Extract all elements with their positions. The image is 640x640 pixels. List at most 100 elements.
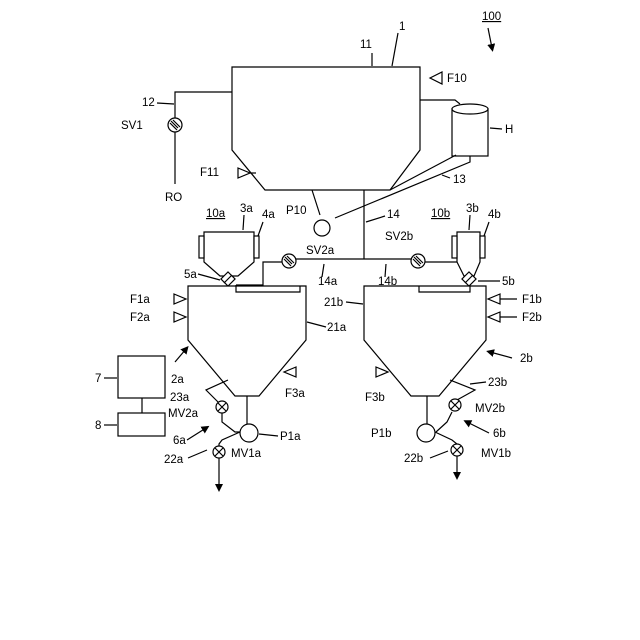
- label-MV1b: MV1b: [481, 448, 511, 460]
- sensor-f1b-icon: [488, 294, 500, 304]
- label-P10: P10: [286, 205, 306, 217]
- label-F2b: F2b: [522, 312, 542, 324]
- label-23a: 23a: [170, 392, 190, 404]
- label-12: 12: [142, 97, 155, 109]
- pump-p1b-icon: [417, 424, 435, 442]
- label-2a: 2a: [171, 374, 184, 386]
- pipe-22a: [219, 432, 240, 488]
- h-tank: [452, 104, 488, 156]
- hopper-10a-band-right: [254, 236, 259, 258]
- leader-1: [392, 33, 398, 66]
- pipe-h-top: [420, 100, 460, 104]
- leader-22b: [430, 451, 448, 458]
- leader-14: [366, 216, 385, 222]
- arrow-2b: [490, 352, 512, 358]
- label-14a: 14a: [318, 276, 338, 288]
- label-P1a: P1a: [280, 431, 301, 443]
- pipe-p10-in: [312, 190, 320, 215]
- hopper-10a-band-left: [199, 236, 204, 258]
- label-22b: 22b: [404, 453, 423, 465]
- valve-sv1-icon: [168, 118, 182, 132]
- hopper-10a-body: [204, 232, 254, 276]
- label-23b: 23b: [488, 377, 507, 389]
- hopper-10b-band-right: [480, 236, 485, 258]
- label-F2a: F2a: [130, 312, 150, 324]
- label-1: 1: [399, 21, 405, 33]
- label-F1a: F1a: [130, 294, 150, 306]
- label-11: 11: [360, 39, 372, 51]
- leader-3b: [469, 215, 470, 230]
- sensor-f3a-icon: [284, 367, 296, 377]
- leader-21b: [346, 302, 363, 304]
- label-5b: 5b: [502, 276, 515, 288]
- label-F11: F11: [200, 167, 219, 179]
- label-MV1a: MV1a: [231, 448, 262, 460]
- hopper-10b-body: [457, 232, 480, 276]
- sensor-f3b-icon: [376, 367, 388, 377]
- valve-sv2b-icon: [411, 254, 425, 268]
- leader-23b: [470, 382, 486, 384]
- pump-p1a-icon: [240, 424, 258, 442]
- sensor-f2a-icon: [174, 312, 186, 322]
- leader-13: [442, 175, 450, 178]
- label-F3a: F3a: [285, 388, 305, 400]
- leader-4b: [484, 222, 489, 236]
- label-2b: 2b: [520, 353, 533, 365]
- label-SV1: SV1: [121, 120, 143, 132]
- sensor-f1a-icon: [174, 294, 186, 304]
- arrow-2a: [175, 349, 186, 362]
- label-MV2a: MV2a: [168, 408, 199, 420]
- label-P1b: P1b: [371, 428, 391, 440]
- label-6a: 6a: [173, 435, 186, 447]
- label-MV2b: MV2b: [475, 403, 505, 415]
- label-10a: 10a: [206, 208, 226, 220]
- hopper-10b-band-left: [452, 236, 457, 258]
- pipe-14a: [236, 259, 364, 285]
- sensor-f2b-icon: [488, 312, 500, 322]
- label-SV2a: SV2a: [306, 245, 335, 257]
- valve-sv2a-icon: [282, 254, 296, 268]
- pipe-23b: [450, 380, 475, 400]
- leader-4a: [258, 222, 263, 236]
- label-F10: F10: [447, 73, 467, 85]
- figure-ref-label: 100: [482, 11, 501, 23]
- valve-mv1b-icon: [451, 444, 463, 456]
- main-tank-body: [232, 67, 420, 190]
- tank-2b-body: [364, 286, 486, 396]
- valve-mv2b-icon: [449, 399, 461, 411]
- label-SV2b: SV2b: [385, 231, 413, 243]
- leader-5a: [198, 274, 220, 280]
- label-10b: 10b: [431, 208, 450, 220]
- label-4a: 4a: [262, 209, 275, 221]
- label-F3b: F3b: [365, 392, 385, 404]
- sensor-f10-icon: [430, 72, 442, 84]
- label-6b: 6b: [493, 428, 506, 440]
- leader-22a: [188, 450, 207, 458]
- valve-mv1a-icon: [213, 446, 225, 458]
- tank-2a-body: [188, 286, 306, 396]
- label-3b: 3b: [466, 203, 479, 215]
- label-21a: 21a: [327, 322, 347, 334]
- arrow-6a: [187, 428, 206, 440]
- label-21b: 21b: [324, 297, 343, 309]
- leader-21a: [307, 322, 326, 327]
- label-5a: 5a: [184, 269, 197, 281]
- label-22a: 22a: [164, 454, 184, 466]
- leader-H: [490, 128, 502, 129]
- block-8: [118, 413, 165, 436]
- block-7: [118, 356, 165, 398]
- label-7: 7: [95, 373, 101, 385]
- leader-3a: [243, 215, 244, 230]
- label-H: H: [505, 124, 513, 136]
- arrow-6b: [467, 422, 489, 433]
- label-8: 8: [95, 420, 101, 432]
- pump-p10-icon: [314, 220, 330, 236]
- pipe-23a-lower: [222, 412, 240, 432]
- leader-12: [157, 103, 174, 104]
- pipe-23b-lower: [436, 412, 452, 432]
- label-RO: RO: [165, 192, 182, 204]
- label-3a: 3a: [240, 203, 253, 215]
- leader-P1a: [259, 434, 278, 436]
- label-14: 14: [387, 209, 400, 221]
